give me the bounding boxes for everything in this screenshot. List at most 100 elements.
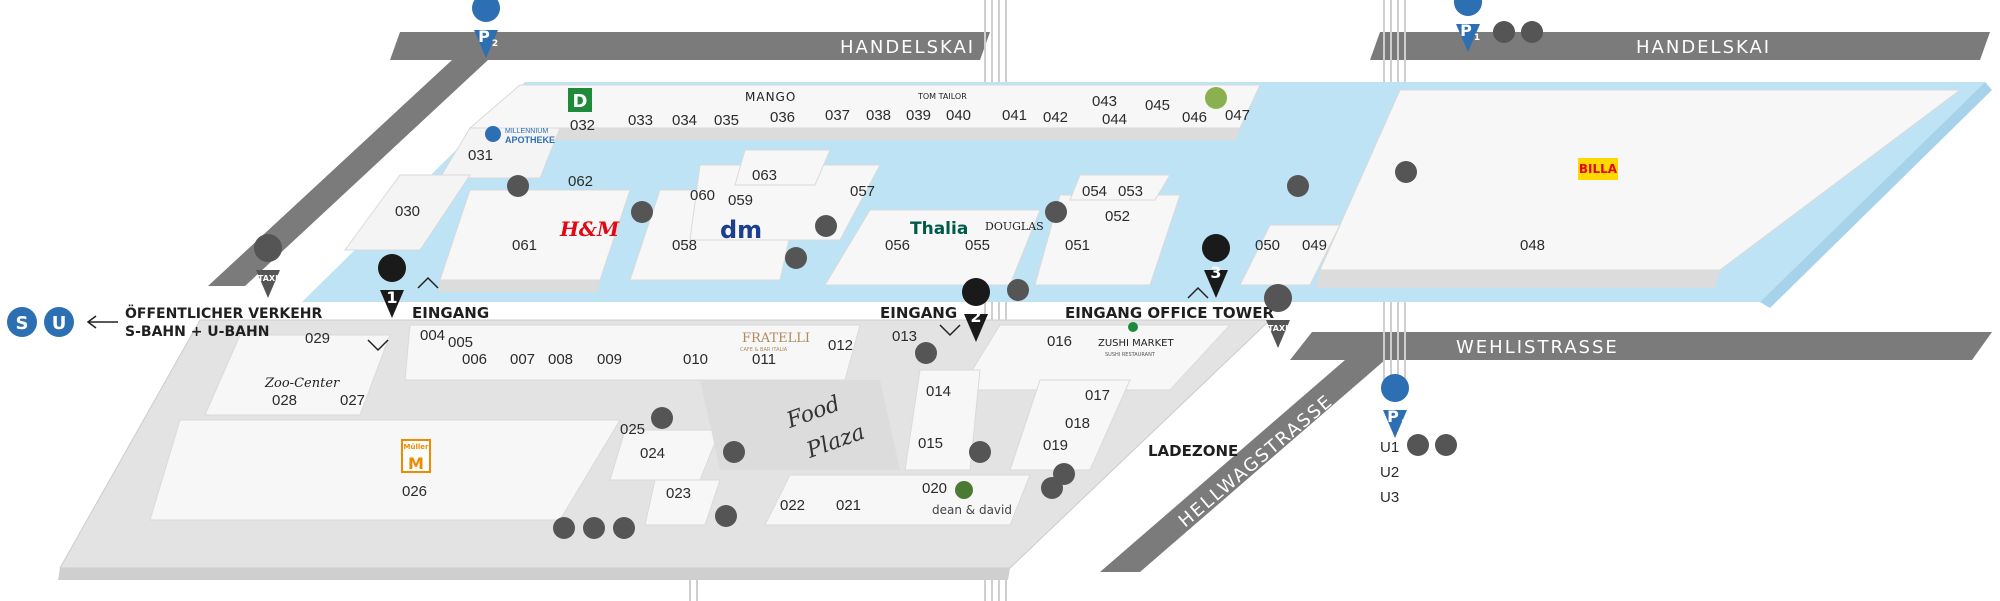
level-u3: U3 <box>1380 489 1399 506</box>
entrance-2-num: 2 <box>970 307 981 326</box>
unit-040: 040 <box>946 107 971 124</box>
unit-008: 008 <box>548 351 573 368</box>
unit-016: 016 <box>1047 333 1072 350</box>
unit-030: 030 <box>395 203 420 220</box>
unit-012: 012 <box>828 337 853 354</box>
block-zoo-center <box>204 334 391 416</box>
brand-fratelli-2: CAFE & BAR ITALIA <box>740 347 788 353</box>
lower-unit-labels: 004 005 006 007 008 009 010 011 012 013 … <box>272 327 1110 514</box>
unit-025: 025 <box>620 421 645 438</box>
block-031 <box>439 127 561 179</box>
entrance-1-label: EINGANG <box>412 304 489 322</box>
unit-013: 013 <box>892 328 917 345</box>
unit-009: 009 <box>597 351 622 368</box>
level-u2: U2 <box>1380 464 1399 481</box>
brand-thalia: Thalia <box>910 219 968 239</box>
entrance-3-pin <box>1202 234 1231 298</box>
p2-sub: 2 <box>492 39 498 49</box>
block-054 <box>1069 174 1171 201</box>
unit-038: 038 <box>866 107 891 124</box>
car-icon-right <box>1407 434 1429 456</box>
ladezone-label: LADEZONE <box>1148 442 1238 460</box>
unit-057: 057 <box>850 183 875 200</box>
unit-026: 026 <box>402 483 427 500</box>
car-icon-top <box>1493 21 1515 43</box>
unit-019: 019 <box>1043 437 1068 454</box>
info-icon-1 <box>631 201 653 223</box>
unit-044: 044 <box>1102 111 1127 128</box>
brand-millennium-2: APOTHEKE <box>505 135 555 145</box>
block-063 <box>734 149 831 186</box>
unit-010: 010 <box>683 351 708 368</box>
block-026 <box>149 419 621 521</box>
unit-062: 062 <box>568 173 593 190</box>
lower-level <box>58 319 1272 580</box>
unit-032: 032 <box>570 117 595 134</box>
accessible-icon <box>613 517 635 539</box>
transit-line2: S-BAHN + U-BAHN <box>125 324 269 340</box>
street-diagonal-left <box>208 60 488 286</box>
level-u1: U1 <box>1380 439 1399 456</box>
d-logo: D <box>573 91 588 112</box>
escalator-icon-1 <box>507 175 529 197</box>
taxi-pin-right <box>1264 284 1293 348</box>
block-023 <box>644 479 721 526</box>
taxi-pin-left <box>254 234 283 298</box>
unit-048: 048 <box>1520 237 1545 254</box>
unit-034: 034 <box>672 112 697 129</box>
brand-zoo-center: Zoo-Center <box>264 376 340 391</box>
p2-pin <box>472 0 500 58</box>
unit-035: 035 <box>714 112 739 129</box>
unit-036: 036 <box>770 109 795 126</box>
entrance-1-pin <box>378 254 407 318</box>
block-016 <box>959 324 1232 391</box>
street-hellwagstrasse <box>1100 360 1385 572</box>
b-icon-2 <box>1041 477 1063 499</box>
lift-icon-1 <box>1395 161 1417 183</box>
unit-052: 052 <box>1105 208 1130 225</box>
p1-label-right: P <box>1387 407 1399 426</box>
brand-millennium-1: MILLENNIUM <box>505 128 548 135</box>
billa-logo-box <box>1578 158 1618 180</box>
unit-015: 015 <box>918 435 943 452</box>
block-061-side <box>438 280 600 292</box>
street-label-wehlistrasse: WEHLISTRASSE <box>1456 337 1619 358</box>
unit-031: 031 <box>468 147 493 164</box>
entrance-pins: 1 2 3 <box>367 234 1231 352</box>
d-logo-box <box>568 88 592 112</box>
unit-063: 063 <box>752 167 777 184</box>
street-label-hellwagstrasse: HELLWAGSTRASSE <box>1175 391 1338 532</box>
entrance-2-pin <box>962 278 991 342</box>
family-icon <box>583 517 605 539</box>
food-plaza-area <box>700 380 900 470</box>
block-030 <box>344 174 471 251</box>
brand-billa: BILLA <box>1579 162 1618 176</box>
unit-024: 024 <box>640 445 665 462</box>
millennium-icon <box>485 126 501 142</box>
unit-037: 037 <box>825 107 850 124</box>
zushi-icon <box>1128 322 1138 332</box>
escalator-icon-4 <box>651 407 673 429</box>
p2-label: P <box>478 27 490 46</box>
mueller-logo-box <box>401 439 431 473</box>
unit-046: 046 <box>1182 109 1207 126</box>
ev-charge-icon-top <box>1521 21 1543 43</box>
unit-004: 004 <box>420 327 445 344</box>
unit-053: 053 <box>1118 183 1143 200</box>
brand-dean-david: dean & david <box>932 503 1012 517</box>
entrance-1-num: 1 <box>386 288 397 307</box>
entrance-3-chevron-up <box>1187 286 1209 299</box>
unit-005: 005 <box>448 334 473 351</box>
unit-021: 021 <box>836 497 861 514</box>
taxi-pins: TAXI TAXI <box>254 234 1293 348</box>
brand-douglas: DOUGLAS <box>985 220 1044 233</box>
lock-icon-1 <box>815 215 837 237</box>
unit-055: 055 <box>965 237 990 254</box>
block-top-row-side <box>466 128 1240 140</box>
ev-charge-icon-right <box>1435 434 1457 456</box>
brand-mueller-m: M <box>408 454 424 473</box>
transit-arrow-head <box>86 315 97 329</box>
unit-060: 060 <box>690 187 715 204</box>
unit-047: 047 <box>1225 107 1250 124</box>
